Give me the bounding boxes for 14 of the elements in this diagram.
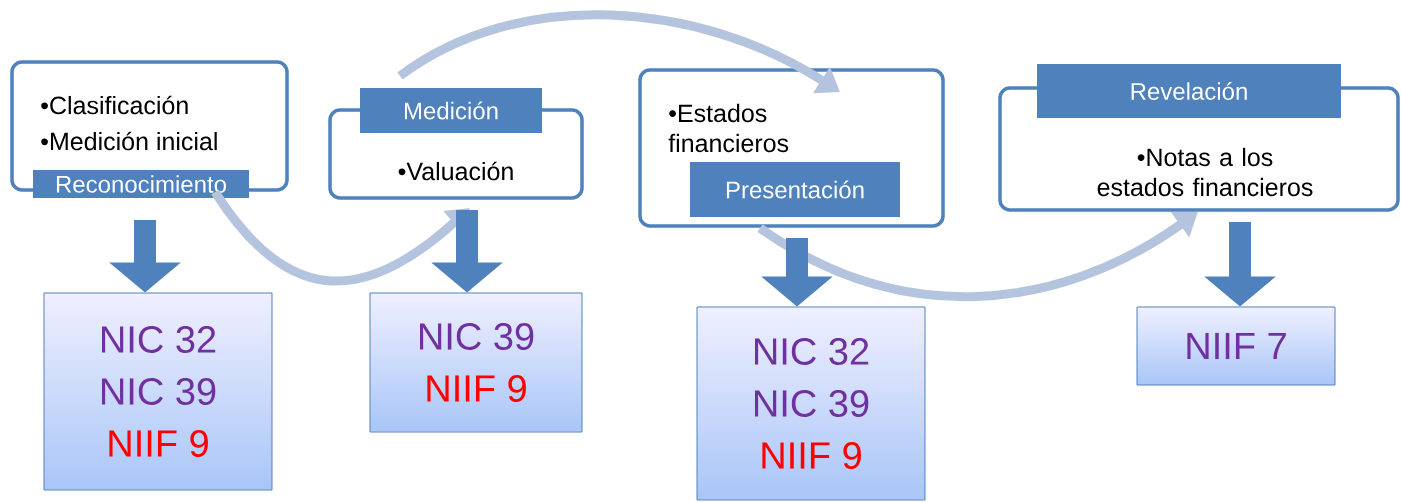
curved-arrow: [211, 189, 470, 286]
bullet-text: •Clasificación: [41, 95, 188, 115]
standards-box: NIIF 7: [1136, 306, 1336, 386]
bullet-text: •Medición inicial: [41, 131, 217, 151]
bullet-text: •Estados financieros: [668, 103, 789, 153]
header-tab: Revelación: [1037, 64, 1341, 118]
header-tab: Reconocimiento: [33, 170, 249, 198]
header-tab: Medición: [360, 88, 542, 133]
standards-box: NIC 39 NIIF 9: [369, 292, 583, 433]
standards-box: NIC 32 NIC 39 NIIF 9: [696, 306, 926, 501]
standards-box: NIC 32 NIC 39 NIIF 9: [43, 292, 273, 491]
header-tab: Presentación: [690, 162, 900, 217]
bullet-text: •Notas a los estados financieros: [1097, 147, 1313, 197]
bullet-text: •Valuación: [398, 161, 513, 181]
